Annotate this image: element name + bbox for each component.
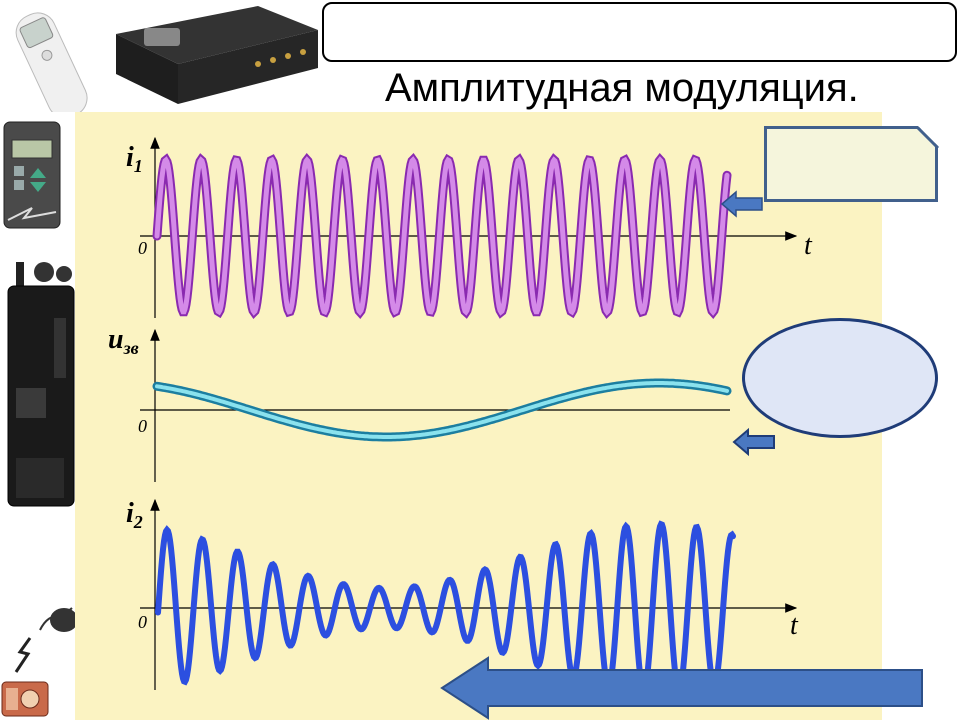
carrier-callout-box <box>764 126 938 202</box>
modulated-ylabel: i2 <box>126 498 143 532</box>
sound-ylabel: uзв <box>108 324 139 358</box>
radio-transceiver-icon <box>7 262 75 507</box>
rack-device-icon <box>116 6 318 104</box>
sound-callout-ellipse <box>742 318 938 438</box>
carrier-xlabel: t <box>804 230 813 261</box>
handheld-device-icon <box>15 12 88 112</box>
sound-wave-highlight <box>155 381 729 439</box>
arrow-left-icon <box>732 427 775 457</box>
sound-origin: 0 <box>138 416 147 436</box>
callout-fold-corner <box>916 126 940 150</box>
big-arrow-left-icon <box>440 656 923 720</box>
title-box <box>322 2 957 62</box>
arrow-left-icon <box>720 190 763 218</box>
pager-device-icon <box>3 121 61 229</box>
carrier-ylabel: i1 <box>126 142 143 176</box>
carrier-wave-highlight <box>154 156 730 316</box>
radio-receiver-icon <box>1 681 49 717</box>
modulated-xlabel: t <box>790 610 799 641</box>
modulated-origin: 0 <box>138 612 147 632</box>
modulated-wave <box>155 520 736 697</box>
carrier-origin: 0 <box>138 238 147 258</box>
slide-title: Амплитудная модуляция. <box>385 66 859 110</box>
